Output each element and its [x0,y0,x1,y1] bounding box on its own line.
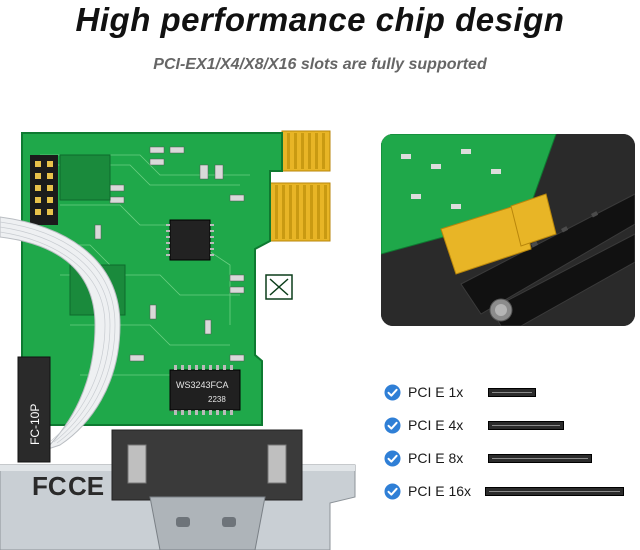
slot-length-bar [485,486,624,496]
pcb-board [21,132,283,426]
slot-label: PCI E 4x [408,417,464,433]
card-in-slot-illustration [381,134,635,326]
check-circle-icon [384,384,401,400]
slot-length-bar [488,387,536,397]
chip-marking-model: WS3243FCA [176,380,229,390]
pcie-serial-card-illustration: WS3243FCA 2238 FC-10P FC CE [0,130,356,550]
slot-label: PCI E 8x [408,450,464,466]
connector-label: FC-10P [28,404,42,445]
ce-certification-mark: CE [68,471,104,501]
db9-serial-port [111,429,303,550]
slot-row-8x: PCI E 8x [384,446,624,470]
slot-length-bar [488,420,564,430]
ribbon-cable [0,216,121,451]
card-in-slot-photo [381,134,635,326]
pin-header [30,155,58,225]
check-circle-icon [384,483,401,499]
fc-certification-mark: FC [32,471,67,501]
check-circle-icon [384,450,401,466]
slot-label: PCI E 1x [408,384,464,400]
weee-mark-icon [265,274,293,300]
slot-length-bar [488,453,592,463]
slot-row-1x: PCI E 1x [384,380,624,404]
subheadline: PCI-EX1/X4/X8/X16 slots are fully suppor… [153,56,487,73]
slot-row-16x: PCI E 16x [384,479,624,503]
serial-chip: WS3243FCA 2238 [169,365,241,415]
slot-row-4x: PCI E 4x [384,413,624,437]
check-circle-icon [384,417,401,433]
slot-label: PCI E 16x [408,483,472,499]
fc-10p-connector: FC-10P [17,356,51,463]
headline: High performance chip design [75,1,565,38]
chip-marking-date: 2238 [208,395,226,404]
